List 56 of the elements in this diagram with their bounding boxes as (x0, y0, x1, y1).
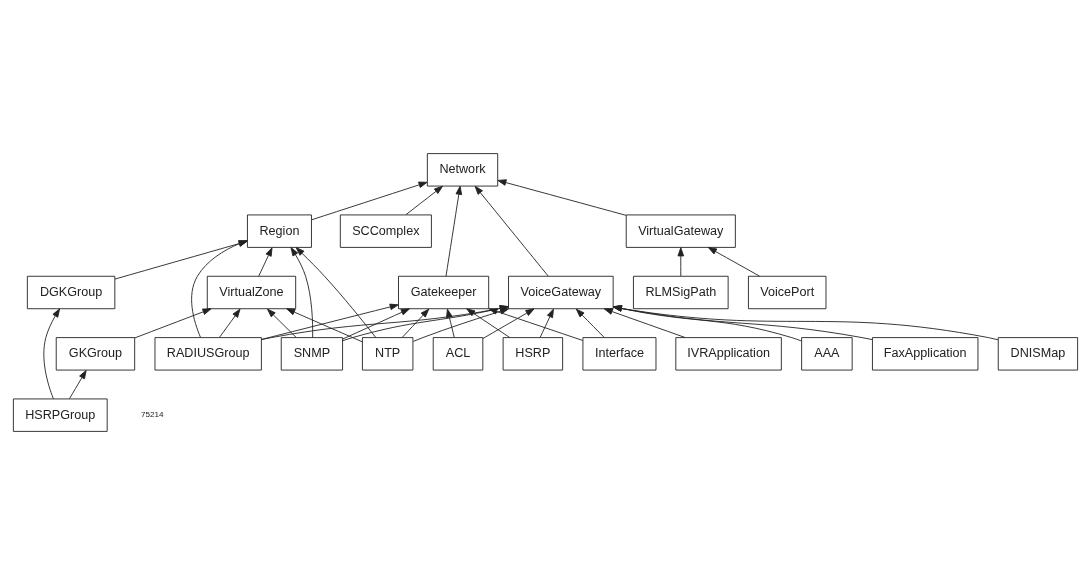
node-box: Interface (582, 336, 657, 370)
arrow (482, 308, 535, 339)
label: 75214 (140, 409, 164, 419)
node-box: Network (426, 152, 499, 187)
node-box: VirtualZone (206, 275, 297, 309)
node-box: IVRApplication (675, 336, 782, 370)
arrow (677, 246, 685, 276)
arrow (43, 307, 61, 399)
node-box: HSRP (502, 336, 564, 370)
arrow (466, 307, 511, 338)
arrow (290, 246, 314, 338)
arrow (539, 308, 554, 338)
arrow (488, 307, 584, 341)
arrow (267, 308, 297, 338)
arrow (412, 307, 510, 342)
arrow (69, 369, 87, 399)
arrow (191, 239, 248, 338)
arrow (603, 307, 686, 338)
node-box: SNMP (280, 336, 343, 370)
node-box: GKGroup (55, 336, 136, 370)
arrow (612, 304, 873, 340)
node-box: RLMSigPath (633, 275, 729, 309)
node-box: Gatekeeper (398, 275, 490, 309)
node-box: VoicePort (747, 275, 827, 309)
node-box: HSRPGroup (12, 397, 108, 432)
arrow (612, 304, 999, 340)
node-box: SCComplex (339, 214, 432, 248)
arrow (219, 308, 241, 338)
arrow (575, 308, 605, 338)
arrow (707, 246, 760, 277)
node-box: FaxApplication (872, 336, 979, 370)
arrow (445, 185, 463, 276)
arrow (286, 307, 363, 342)
arrow (342, 304, 509, 341)
arrow (114, 239, 248, 279)
arrow (311, 181, 428, 220)
arrow (446, 308, 455, 338)
node-box: VoiceGateway (508, 275, 614, 309)
arrow (134, 307, 212, 338)
node-box: ACL (432, 336, 484, 370)
arrow (401, 308, 430, 338)
arrow (405, 185, 443, 215)
node-box: DNISMap (997, 336, 1079, 370)
node-box: AAA (801, 336, 853, 370)
node-box: NTP (361, 336, 414, 370)
node-box: VirtualGateway (625, 214, 736, 248)
node-box: DGKGroup (26, 275, 116, 309)
arrow (342, 307, 410, 339)
arrow (612, 304, 802, 341)
node-box: Region (246, 214, 312, 248)
arrow (295, 246, 377, 338)
arrow (261, 304, 509, 340)
arrow (497, 178, 627, 216)
node-box: RADIUSGroup (154, 336, 262, 370)
arrow (258, 246, 273, 276)
arrow (474, 185, 549, 276)
